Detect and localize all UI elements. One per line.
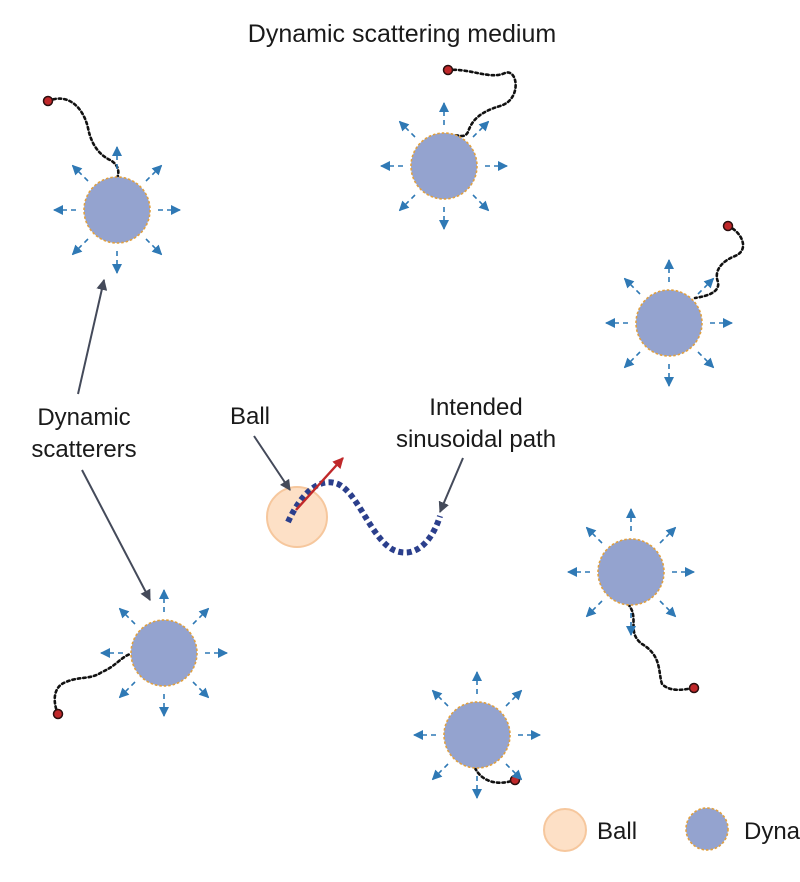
pointer-arrow-to-bottom-scatterer <box>81 469 151 601</box>
dynamic-scatterer <box>100 589 228 717</box>
trajectory-endpoint <box>509 774 521 786</box>
dynamic-scatterer <box>413 671 541 799</box>
motion-arrow <box>145 164 163 182</box>
motion-arrow <box>505 689 523 707</box>
motion-arrow <box>145 238 163 256</box>
diagram-title: Dynamic scattering medium <box>248 20 556 48</box>
trajectory-endpoint <box>52 708 64 720</box>
legend: Ball Dyna <box>543 807 800 852</box>
motion-arrow <box>71 164 89 182</box>
motion-arrow <box>472 194 490 212</box>
motion-arrow <box>192 607 210 625</box>
motion-arrow <box>623 277 641 295</box>
scatterer-body <box>597 538 665 606</box>
motion-arrow <box>585 600 603 618</box>
trajectory-5 <box>53 652 132 716</box>
motion-arrow <box>431 689 449 707</box>
motion-arrow <box>118 607 136 625</box>
dynamic-scatterer <box>567 508 695 636</box>
motion-arrow <box>192 681 210 699</box>
motion-arrow <box>118 681 136 699</box>
scatterers <box>53 102 733 799</box>
motion-arrow <box>623 351 641 369</box>
pointer-arrow-to-path <box>438 457 464 514</box>
dynamic-scatterer <box>380 102 508 230</box>
label-dynamic-scatterers-line2: scatterers <box>31 436 136 463</box>
trajectory-2 <box>446 68 517 138</box>
pointer-arrow-to-top-scatterer <box>77 278 108 395</box>
legend-scatterer-label: Dyna <box>744 818 800 845</box>
dynamic-scatterer <box>605 259 733 387</box>
label-intended-line1: Intended <box>429 394 522 421</box>
trajectory-endpoint <box>688 682 700 694</box>
scatterer-body <box>83 176 151 244</box>
motion-arrow <box>398 120 416 138</box>
pointer-arrows <box>77 278 464 601</box>
motion-arrow <box>398 194 416 212</box>
trajectory-endpoint <box>42 95 54 107</box>
legend-ball-swatch <box>543 808 587 852</box>
label-ball: Ball <box>230 403 270 430</box>
motion-arrow <box>431 763 449 781</box>
velocity-arrow <box>295 457 344 511</box>
motion-arrow <box>659 526 677 544</box>
trajectory-1 <box>46 97 120 180</box>
pointer-arrow-to-ball <box>253 435 291 491</box>
legend-scatterer-swatch <box>685 807 729 851</box>
motion-arrow <box>71 238 89 256</box>
dynamic-scatterer <box>53 146 181 274</box>
scatterer-body <box>130 619 198 687</box>
label-dynamic-scatterers-line1: Dynamic <box>37 404 130 431</box>
legend-ball-label: Ball <box>597 818 637 845</box>
trajectory-4 <box>626 602 696 692</box>
intended-sinusoidal-path <box>285 479 443 556</box>
scatterer-body <box>635 289 703 357</box>
trajectory-endpoint <box>442 64 454 76</box>
motion-arrow <box>472 120 490 138</box>
motion-arrow <box>505 763 523 781</box>
trajectory-3 <box>693 224 745 300</box>
scatterer-body <box>410 132 478 200</box>
motion-arrow <box>697 277 715 295</box>
motion-arrow <box>697 351 715 369</box>
motion-arrow <box>585 526 603 544</box>
label-intended-line2: sinusoidal path <box>396 426 556 453</box>
ball <box>266 486 328 548</box>
trajectory-endpoint <box>722 220 734 232</box>
trajectory-6 <box>473 766 517 784</box>
scatterer-body <box>443 701 511 769</box>
motion-arrow <box>659 600 677 618</box>
